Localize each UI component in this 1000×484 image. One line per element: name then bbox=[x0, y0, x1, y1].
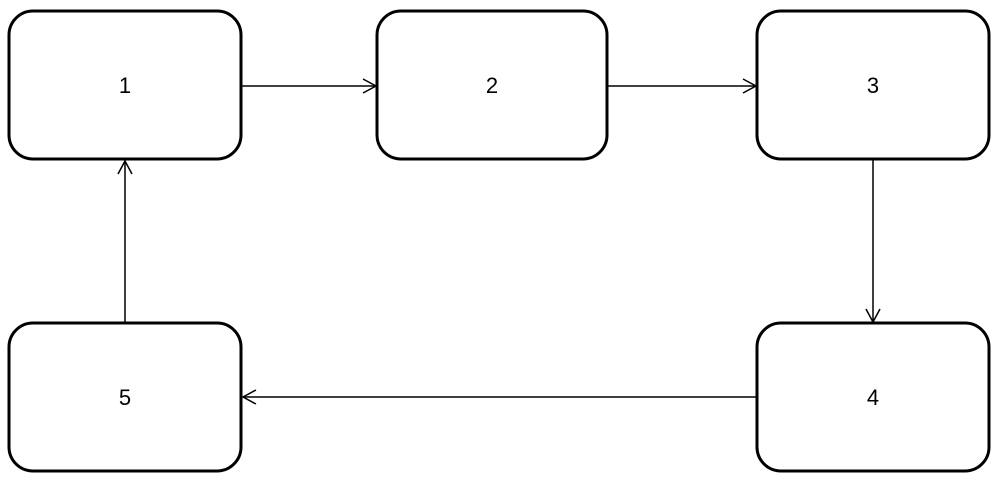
node-2-box bbox=[375, 9, 609, 161]
node-3: 3 bbox=[755, 9, 991, 161]
node-5-label: 5 bbox=[119, 385, 131, 410]
node-3-label: 3 bbox=[867, 73, 879, 98]
node-1: 1 bbox=[7, 9, 243, 161]
edges bbox=[117, 78, 881, 405]
node-5: 5 bbox=[7, 321, 243, 473]
node-4: 4 bbox=[755, 321, 991, 473]
node-3-box bbox=[755, 9, 991, 161]
node-2-label: 2 bbox=[486, 73, 498, 98]
node-4-box bbox=[755, 321, 991, 473]
node-1-box bbox=[7, 9, 243, 161]
node-2: 2 bbox=[375, 9, 609, 161]
node-5-box bbox=[7, 321, 243, 473]
node-4-label: 4 bbox=[867, 385, 879, 410]
node-1-label: 1 bbox=[119, 73, 131, 98]
